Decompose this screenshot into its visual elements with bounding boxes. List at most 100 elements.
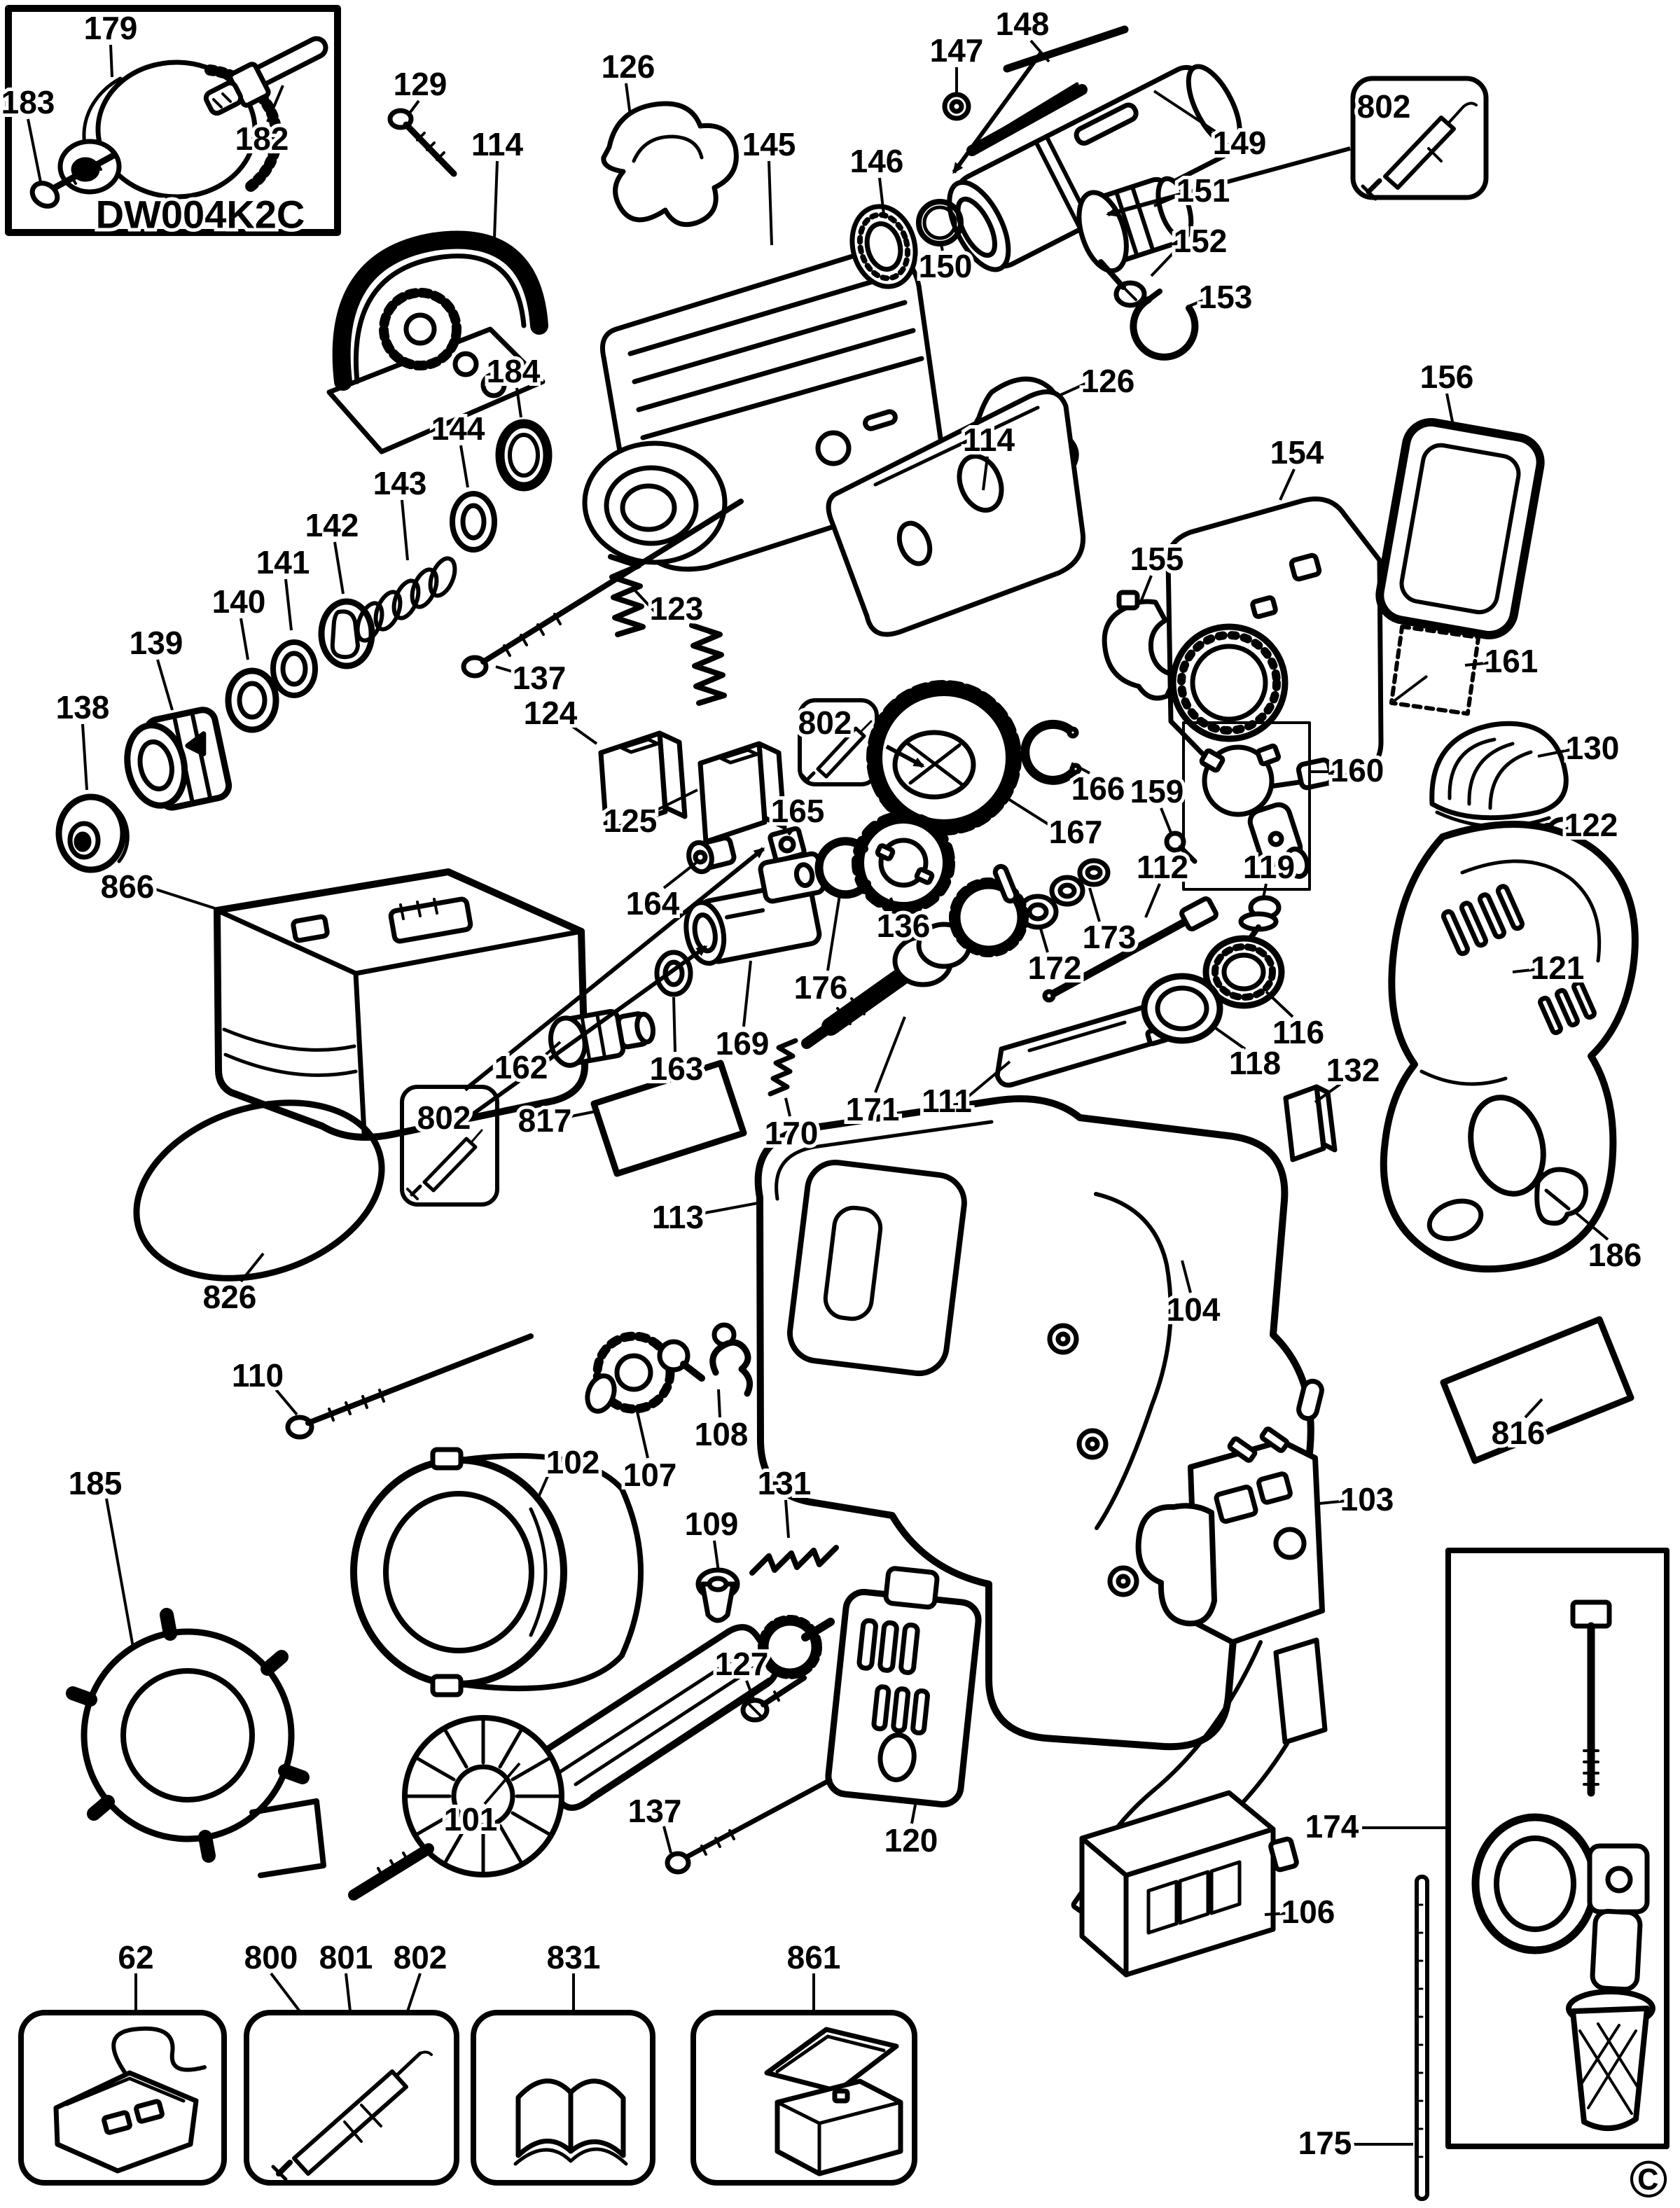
leader-line-126 <box>1057 381 1089 398</box>
inner-cover-120 <box>825 1566 982 1808</box>
charger-icon <box>53 2026 207 2174</box>
ring-141 <box>270 639 318 698</box>
leader-line-138 <box>81 723 88 791</box>
chuck-screw <box>29 152 117 209</box>
leader-line-162 <box>538 1041 562 1062</box>
part-label-171: 171 <box>846 1091 900 1127</box>
leader-line-137 <box>495 665 520 675</box>
part-label-861: 861 <box>787 1939 841 1976</box>
part-label-161: 161 <box>1485 643 1539 679</box>
part-label-107: 107 <box>623 1457 677 1493</box>
part-label-184: 184 <box>487 353 541 389</box>
snap-ring-176 <box>814 837 871 899</box>
leader-line-114 <box>493 160 499 239</box>
part-label-159: 159 <box>1130 773 1184 810</box>
brush-132 <box>1283 1084 1338 1162</box>
part-label-179: 179 <box>84 10 138 46</box>
leader-line-154 <box>1279 468 1296 501</box>
part-label-123: 123 <box>650 590 704 627</box>
handle-bolt <box>1570 1599 1612 1797</box>
part-label-142: 142 <box>305 507 359 543</box>
part-label-136: 136 <box>877 908 931 944</box>
part-label-102: 102 <box>546 1444 600 1480</box>
part-label-173: 173 <box>1083 919 1137 955</box>
part-label-176: 176 <box>794 969 848 1006</box>
leader-line-121 <box>1512 968 1539 973</box>
leader-line-139 <box>156 659 174 711</box>
knob-139 <box>124 707 232 811</box>
leader-line-801 <box>345 1973 352 2012</box>
washer-172 <box>1017 894 1059 930</box>
leader-line-146 <box>878 177 885 215</box>
part-label-170: 170 <box>765 1115 819 1151</box>
part-label-166: 166 <box>1071 770 1125 807</box>
insulator-161 <box>1389 624 1481 716</box>
part-label-163: 163 <box>650 1050 704 1087</box>
part-label-126: 126 <box>602 48 655 85</box>
bracket-line <box>691 623 712 635</box>
part-label-116: 116 <box>1272 1014 1324 1050</box>
part-label-169: 169 <box>716 1025 770 1062</box>
spring-170 <box>768 1038 798 1097</box>
assembly-arrow <box>885 744 925 768</box>
leader-line-173 <box>1088 887 1101 922</box>
part-label-©: © <box>1630 2151 1668 2208</box>
leader-line-141 <box>284 578 293 631</box>
leader-line-165 <box>787 826 796 836</box>
part-label-137: 137 <box>513 660 567 696</box>
part-label-165: 165 <box>771 793 825 829</box>
leader-line-176 <box>826 890 842 971</box>
model-inset-box <box>5 5 341 236</box>
part-label-108: 108 <box>695 1416 749 1452</box>
leader-line-866 <box>146 885 222 912</box>
gasket-156 <box>1375 418 1545 639</box>
part-label-129: 129 <box>394 66 447 102</box>
ring-144 <box>450 491 497 553</box>
leader-line-185 <box>105 1498 134 1648</box>
part-label-802: 802 <box>798 704 852 741</box>
leader-line-166 <box>1071 762 1090 775</box>
part-label-144: 144 <box>431 410 485 447</box>
leader-line-169 <box>742 960 752 1027</box>
part-label-816: 816 <box>1492 1415 1546 1451</box>
field-102 <box>350 1447 644 1697</box>
part-label-172: 172 <box>1028 950 1082 986</box>
grease-gun-icon <box>406 1129 483 1200</box>
leader-line-101 <box>483 1762 521 1805</box>
assembly-arrow <box>1106 146 1351 217</box>
spring-131 <box>749 1545 839 1576</box>
part-label-110: 110 <box>232 1357 284 1394</box>
leader-line-149 <box>1153 90 1221 136</box>
crown-gear-167 <box>866 680 1022 835</box>
leader-line-126 <box>625 83 632 116</box>
screw-127 <box>740 1675 807 1723</box>
part-label-182: 182 <box>235 120 289 157</box>
part-label-130: 130 <box>1566 730 1620 766</box>
leader-line-102 <box>536 1463 555 1499</box>
leader-line-153 <box>1187 298 1205 308</box>
part-label-122: 122 <box>1564 807 1618 843</box>
pin-164 <box>686 835 737 875</box>
part-label-132: 132 <box>1326 1052 1380 1088</box>
handle-clamp <box>1471 1813 1650 1954</box>
part-label-137: 137 <box>628 1793 682 1829</box>
leader-line-179 <box>109 44 113 78</box>
leader-line-118 <box>1210 1024 1247 1050</box>
grease-gun-icon <box>271 2050 433 2181</box>
part-label-138: 138 <box>56 689 110 725</box>
part-label-113: 113 <box>652 1199 704 1235</box>
bearing-146 <box>849 204 918 289</box>
nut-165 <box>768 826 807 863</box>
leader-line-182 <box>266 85 284 123</box>
part-label-156: 156 <box>1420 359 1474 395</box>
part-label-175: 175 <box>1298 2125 1352 2161</box>
leader-line-127 <box>745 1680 755 1700</box>
ring-118 <box>1141 973 1223 1044</box>
accessory-box-831 <box>471 2010 655 2186</box>
end-plate-154 <box>1165 497 1384 791</box>
leader-line-186 <box>1573 1210 1609 1241</box>
part-label-800: 800 <box>244 1939 298 1976</box>
part-label-139: 139 <box>130 625 183 661</box>
leader-line-171 <box>874 1016 906 1093</box>
